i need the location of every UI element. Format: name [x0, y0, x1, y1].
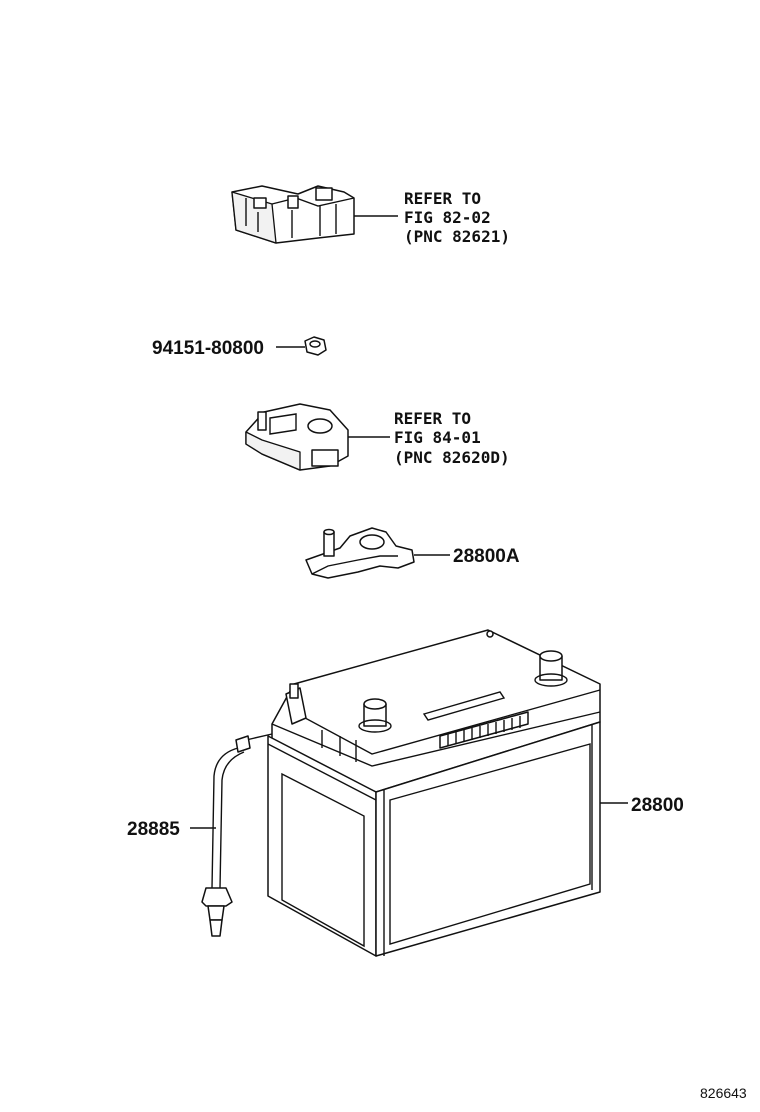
terminal-cover-82621-illustration	[231, 185, 398, 244]
part-number-28800a: 28800A	[453, 546, 520, 567]
callout-82621-line1: REFER TO	[404, 189, 481, 208]
callout-82620d-line1: REFER TO	[394, 409, 471, 428]
vent-hose-illustration	[190, 733, 273, 937]
part-number-94151-80800: 94151-80800	[152, 338, 264, 359]
callout-82620d-line3: (PNC 82620D)	[394, 448, 510, 467]
part-number-28885: 28885	[127, 819, 180, 840]
callout-82621-line3: (PNC 82621)	[404, 227, 510, 246]
terminal-cover-82620d-illustration	[245, 403, 390, 471]
nut-illustration	[276, 336, 327, 356]
terminal-clamp-illustration	[305, 527, 450, 579]
callout-82620d-line2: FIG 84-01	[394, 428, 481, 447]
callout-82621-line2: FIG 82-02	[404, 208, 491, 227]
illustration-id: 826643	[700, 1085, 747, 1101]
battery-illustration	[267, 629, 628, 957]
part-number-28800: 28800	[631, 795, 684, 816]
